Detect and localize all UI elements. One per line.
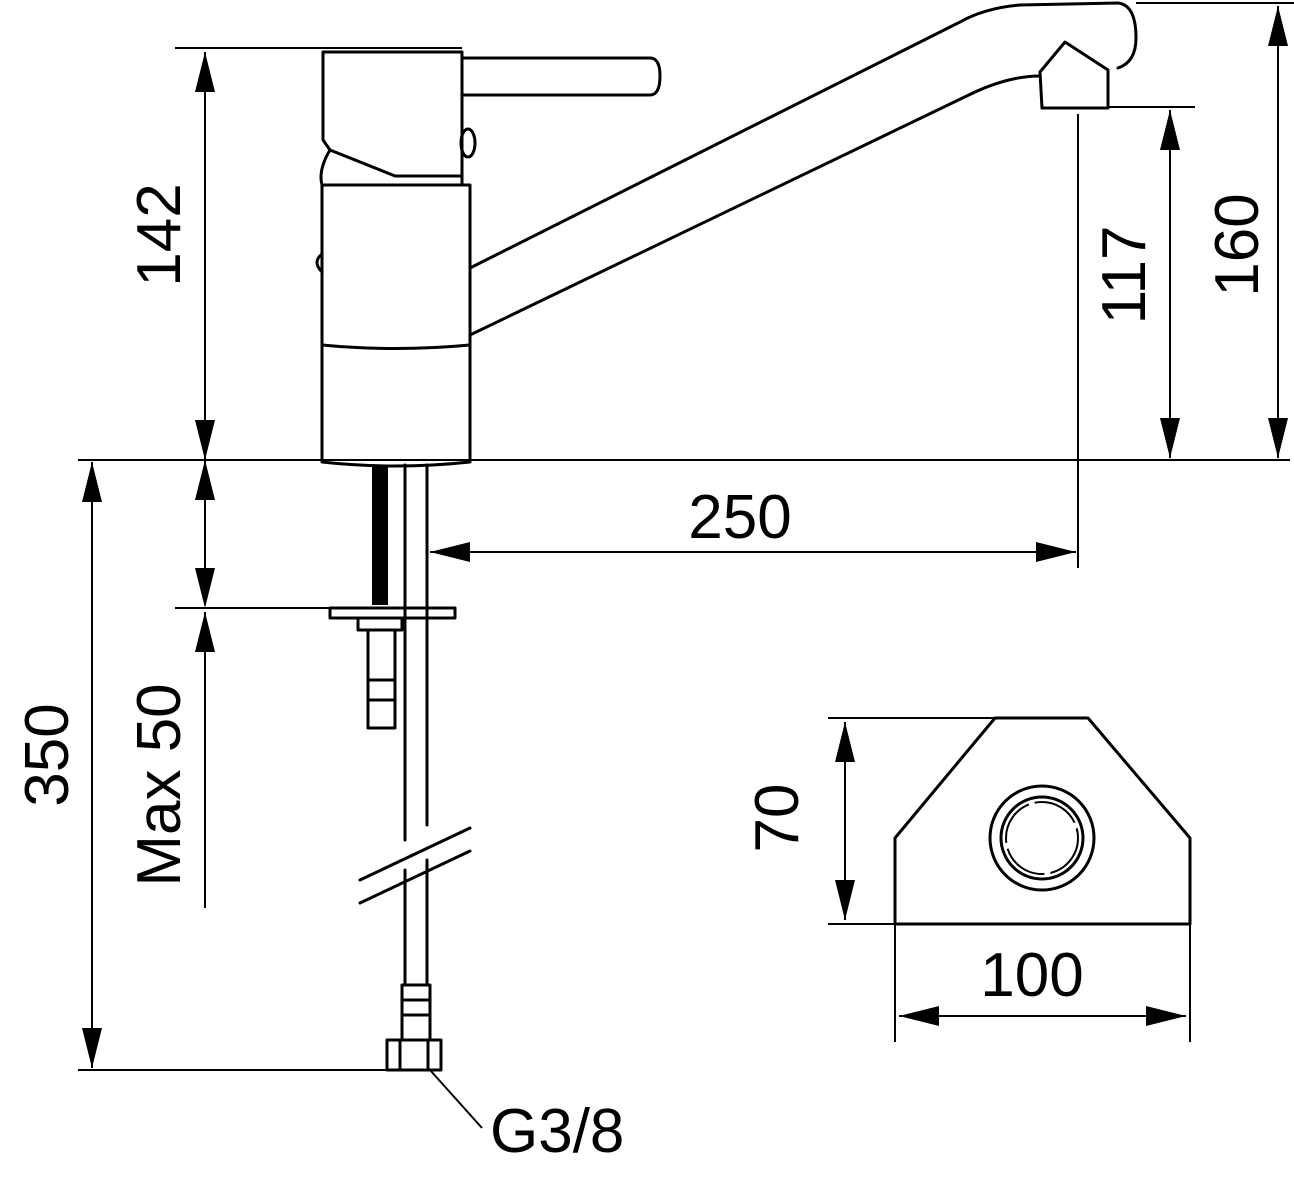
break-mark-1: [358, 826, 472, 882]
body-band: [320, 343, 472, 350]
dim-250: 250: [430, 114, 1079, 568]
dim-117: 117: [1090, 106, 1195, 458]
threaded-rod: [372, 465, 388, 605]
connection-nut: [385, 1038, 443, 1072]
under-counter-assembly: [328, 463, 483, 1129]
base-plan-view: [893, 716, 1192, 926]
dim-142: 142: [125, 47, 462, 605]
dim-max-50-label: Max 50: [125, 683, 194, 886]
dim-max-50: Max 50: [125, 460, 330, 908]
handle-cap: [321, 50, 464, 178]
break-mark-2: [358, 849, 472, 905]
dim-142-label: 142: [125, 183, 194, 286]
base-outer-ring: [988, 784, 1096, 892]
dim-100: 100: [894, 924, 1191, 1042]
spout: [468, 1, 1138, 337]
base-bore: [1005, 801, 1079, 875]
dim-350: 350: [13, 462, 390, 1071]
dim-117-label: 117: [1090, 226, 1159, 325]
dim-70: 70: [743, 717, 995, 925]
thread-leader: [429, 1069, 483, 1129]
dim-250-label: 250: [688, 483, 791, 552]
dim-160-label: 160: [1203, 193, 1272, 296]
aerator: [1038, 40, 1110, 110]
mounting-nut: [356, 616, 404, 730]
faucet-side-view: [315, 1, 1138, 468]
mounting-plate: [328, 606, 457, 620]
dim-70-label: 70: [743, 784, 812, 853]
base-inner-ring: [999, 795, 1085, 881]
base-outline: [893, 716, 1192, 926]
handle-lever: [460, 56, 662, 97]
handle-knob: [459, 127, 477, 159]
dim-160: 160: [1136, 2, 1294, 458]
dim-350-label: 350: [13, 703, 82, 806]
hose-crimp: [400, 983, 432, 1042]
dim-100-label: 100: [980, 941, 1083, 1010]
side-button: [315, 252, 324, 274]
thread-label: G3/8: [490, 1097, 624, 1166]
faucet-body: [320, 183, 472, 468]
